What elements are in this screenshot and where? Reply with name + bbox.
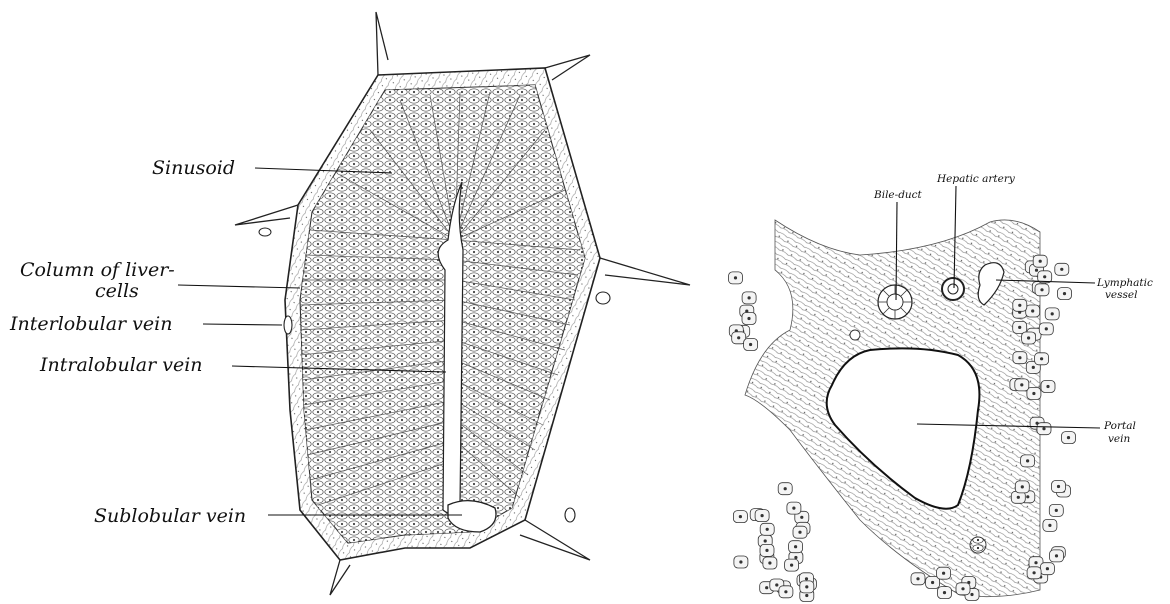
hepatocyte-nucleus (1045, 327, 1048, 330)
lobule-drawing (235, 12, 690, 595)
label-hepatic-artery: Hepatic artery (936, 173, 1016, 185)
hepatocyte-nucleus (765, 549, 768, 552)
hepatocyte-nucleus (805, 594, 808, 597)
hepatocyte-nucleus (737, 336, 740, 339)
leader-interlobular (203, 324, 282, 325)
hepatocyte-nucleus (1018, 356, 1021, 359)
hepatocyte-nucleus (1021, 485, 1024, 488)
hepatocyte-nucleus (1067, 436, 1070, 439)
label-portal-line1: Portal (1103, 420, 1136, 432)
label-column-line1: Column of liver- (20, 259, 175, 281)
hepatocyte-nucleus (734, 276, 737, 279)
hepatocyte-nucleus (1020, 383, 1023, 386)
hepatocyte-nucleus (943, 591, 946, 594)
septum-top-right (545, 55, 590, 80)
septum-left (235, 205, 298, 225)
septal-vessel-bottom (565, 508, 575, 522)
hepatocyte-nucleus (1046, 567, 1049, 570)
hepatocyte-nucleus (798, 531, 801, 534)
hepatocyte-nucleus (1048, 524, 1051, 527)
hepatocyte-nucleus (800, 516, 803, 519)
hepatocyte-nucleus (1032, 366, 1035, 369)
septum-right (600, 258, 690, 285)
hepatocyte-nucleus (961, 587, 964, 590)
septum-top-left (376, 12, 388, 75)
hepatocyte-nucleus (739, 515, 742, 518)
hepatocyte-nucleus (1018, 304, 1021, 307)
hepatocyte-nucleus (766, 528, 769, 531)
hepatocyte-nucleus (1035, 269, 1038, 272)
hepatic-artery-lumen (948, 284, 958, 294)
hepatocyte-nucleus (1042, 427, 1045, 430)
hepatocyte-nucleus (1017, 496, 1020, 499)
hepatocyte-nucleus (784, 590, 787, 593)
septal-vessel-right (596, 292, 610, 304)
hepatocyte-nucleus (747, 317, 750, 320)
hepatocyte-nucleus (1051, 312, 1054, 315)
hepatocyte-nucleus (748, 296, 751, 299)
label-column-line2: cells (95, 280, 139, 302)
hepatocyte-nucleus (1032, 392, 1035, 395)
hepatocyte-nucleus (970, 593, 973, 596)
small-vessel (850, 330, 860, 340)
label-lymphatic-line1: Lymphatic (1096, 277, 1153, 289)
hepatocyte-nucleus (1055, 554, 1058, 557)
bile-duct-lumen (887, 294, 903, 310)
label-lymphatic-line2: vessel (1105, 289, 1138, 301)
hepatocyte-nucleus (1046, 385, 1049, 388)
hepatocyte-nucleus (794, 556, 797, 559)
hepatocyte-nucleus (1055, 509, 1058, 512)
hepatocyte-nucleus (739, 560, 742, 563)
hepatocyte-nucleus (931, 581, 934, 584)
hepatocyte-nucleus (942, 572, 945, 575)
hepatocyte-nucleus (805, 585, 808, 588)
hepatocyte-nucleus (1040, 288, 1043, 291)
septum-bottom-left (330, 560, 350, 595)
label-portal-line2: vein (1108, 433, 1131, 445)
hepatocyte-nucleus (775, 583, 778, 586)
septal-vessel-left (259, 228, 271, 236)
portal-canal-drawing (729, 220, 1076, 602)
hepatocyte-nucleus (790, 564, 793, 567)
hepatocyte-nucleus (805, 577, 808, 580)
hepatocyte-nucleus (761, 514, 764, 517)
hepatocyte-nucleus (764, 539, 767, 542)
hepatocyte-nucleus (1060, 268, 1063, 271)
label-interlobular-vein: Interlobular vein (9, 313, 172, 335)
hepatocyte-nucleus (1034, 561, 1037, 564)
label-sublobular-vein: Sublobular vein (94, 505, 246, 527)
label-intralobular-vein: Intralobular vein (39, 354, 203, 376)
interlobular-vein (284, 316, 292, 334)
hepatocyte-nucleus (792, 507, 795, 510)
hepatocyte-nucleus (1027, 336, 1030, 339)
hepatocyte-nucleus (1063, 292, 1066, 295)
hepatocyte-nucleus (749, 343, 752, 346)
septum-bottom-right (520, 520, 590, 560)
small-duct (970, 537, 986, 553)
label-bile-duct: Bile-duct (873, 189, 923, 201)
hepatocyte-nucleus (1040, 357, 1043, 360)
hepatocyte-nucleus (1039, 260, 1042, 263)
hepatocyte-nucleus (784, 487, 787, 490)
hepatocyte-nucleus (916, 577, 919, 580)
leader-column (178, 285, 300, 288)
hepatocyte-nucleus (1043, 275, 1046, 278)
hepatocyte-nucleus (1031, 309, 1034, 312)
hepatocyte-nucleus (1057, 485, 1060, 488)
hepatocyte-nucleus (765, 586, 768, 589)
hepatocyte-nucleus (768, 561, 771, 564)
hepatocyte-nucleus (1026, 459, 1029, 462)
hepatocyte-nucleus (1026, 495, 1029, 498)
hepatocyte-nucleus (794, 545, 797, 548)
hepatocyte-nucleus (1033, 571, 1036, 574)
label-sinusoid: Sinusoid (152, 157, 235, 179)
hepatocyte-nucleus (1018, 326, 1021, 329)
